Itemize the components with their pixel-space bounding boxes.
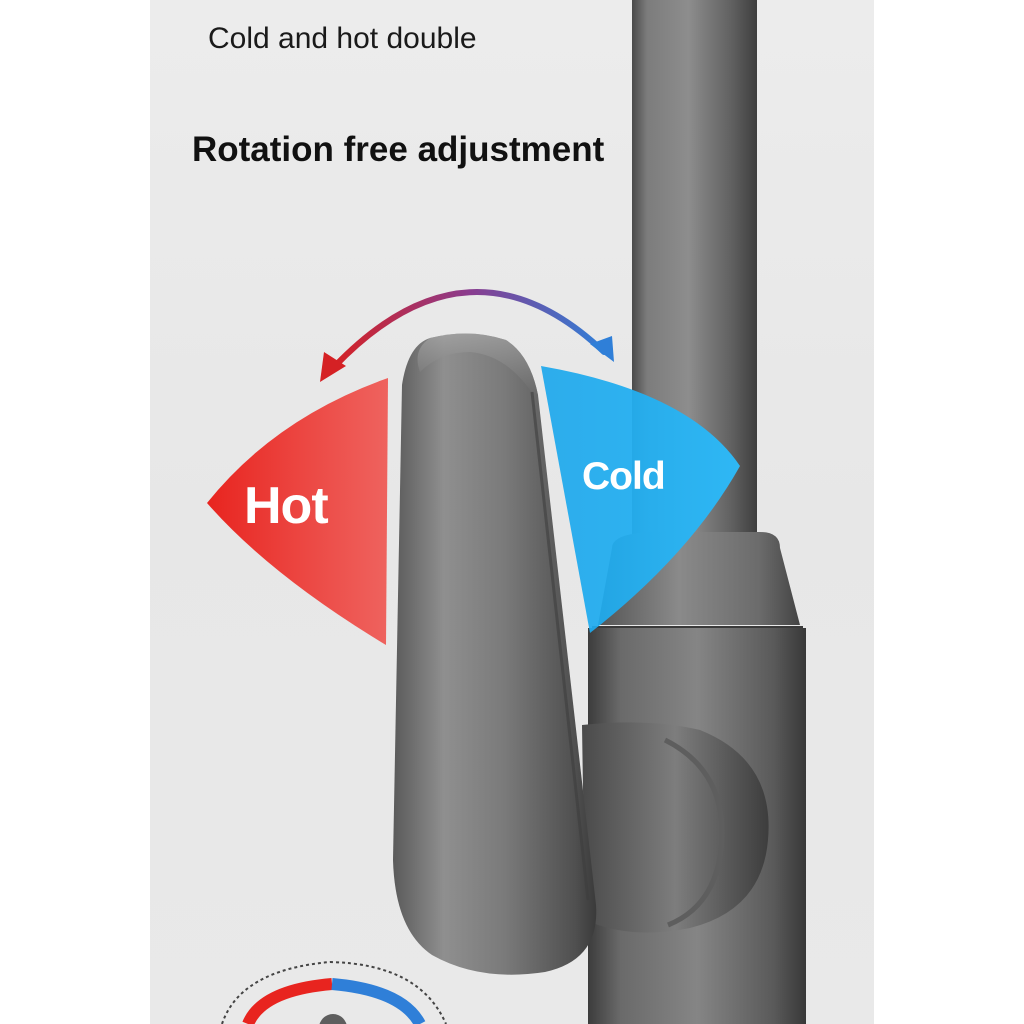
subtitle-text: Cold and hot double xyxy=(208,22,477,55)
hot-sector-icon xyxy=(207,378,388,645)
hot-label: Hot xyxy=(244,477,329,535)
hot-cold-dial-icon xyxy=(221,960,447,1024)
cold-label: Cold xyxy=(582,455,666,498)
double-headed-curved-arrow-icon xyxy=(320,289,614,382)
faucet-lever-hub xyxy=(582,722,769,933)
faucet-handle xyxy=(393,333,597,975)
title-text: Rotation free adjustment xyxy=(192,130,605,169)
cold-sector-icon xyxy=(541,366,740,633)
